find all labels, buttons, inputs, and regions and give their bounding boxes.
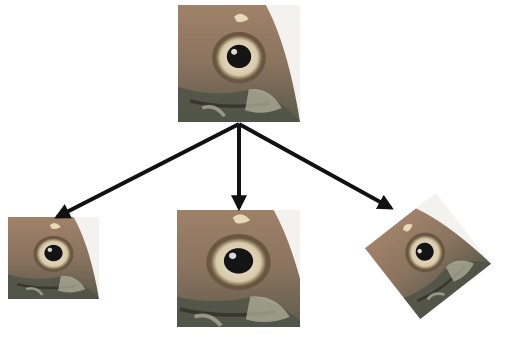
- rotated-image: [365, 193, 491, 319]
- fish-eye-cropped-icon: [177, 210, 300, 327]
- source-image: [178, 5, 300, 122]
- fish-eye-rotated-icon: [365, 193, 491, 319]
- arrow-to-scaled: [57, 124, 239, 217]
- fish-eye-scaled-icon: [8, 217, 99, 299]
- fish-eye-icon: [178, 5, 300, 122]
- rotated-image-frame: [349, 177, 507, 335]
- cropped-image: [177, 210, 300, 327]
- scaled-image: [8, 217, 99, 299]
